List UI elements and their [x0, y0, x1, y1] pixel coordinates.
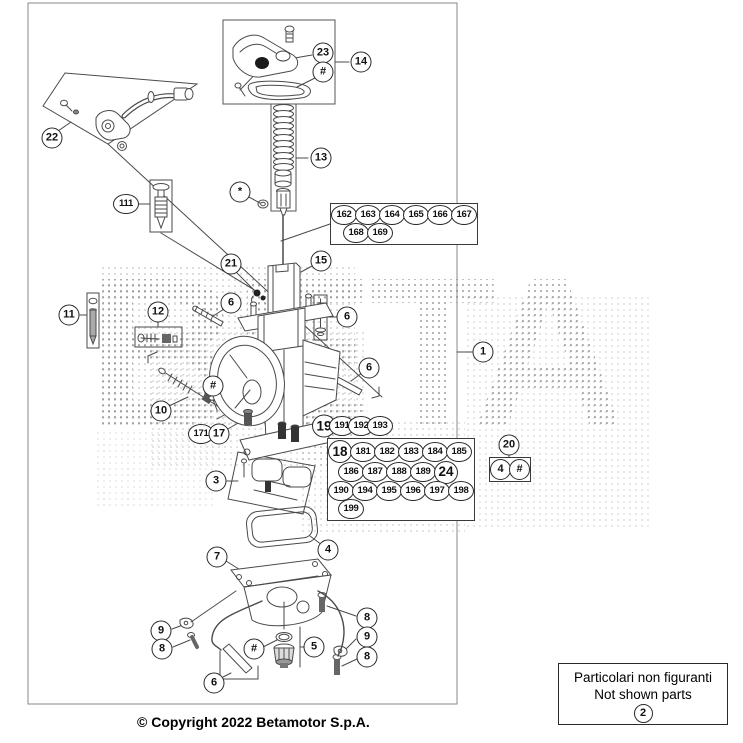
- callout-111-6: 111: [113, 194, 139, 214]
- choke-plunger: [152, 183, 170, 230]
- callout-20-23: 20: [498, 434, 520, 456]
- callout-*-4: *: [229, 181, 251, 203]
- callout-184: 184: [422, 441, 448, 462]
- callout-14-1: 14: [350, 51, 372, 73]
- callout-8-29: 8: [356, 646, 378, 668]
- throttle-spring-and-needle: [257, 104, 294, 267]
- callout-165: 165: [403, 205, 429, 225]
- callout-195: 195: [376, 481, 402, 501]
- callout-13-3: 13: [310, 147, 332, 169]
- callout-6-13: 6: [358, 357, 380, 379]
- callout-2: 2: [633, 704, 653, 723]
- misc-group-box: 4#: [489, 457, 531, 482]
- misc-row-0: 4#: [490, 459, 530, 480]
- callout-196: 196: [400, 481, 426, 501]
- callout-6-11: 6: [220, 292, 242, 314]
- not-shown-parts-box: Particolari non figuranti Not shown part…: [558, 663, 728, 725]
- callout-182: 182: [374, 441, 400, 462]
- callout-163: 163: [355, 205, 381, 225]
- callout-199: 199: [338, 498, 364, 519]
- top-screw-6a: [192, 305, 224, 327]
- callout-17-17: 17: [208, 423, 230, 445]
- bowl-screws-and-clamps: [179, 592, 348, 675]
- bowl-gasket: [245, 506, 319, 548]
- callout-#-32: #: [243, 638, 265, 660]
- callout-162: 162: [331, 205, 357, 225]
- float-bowl: [230, 558, 332, 627]
- callout-10-15: 10: [150, 400, 172, 422]
- main-jets: [243, 409, 300, 442]
- callout-8-31: 8: [151, 638, 173, 660]
- fuel-tube: [219, 643, 259, 680]
- callout-183: 183: [398, 441, 424, 462]
- callout-169: 169: [367, 222, 393, 243]
- callout-#-14: #: [202, 375, 224, 397]
- fuel-lines: [190, 590, 345, 657]
- grommet-23: [255, 57, 269, 69]
- callout-5-33: 5: [303, 636, 325, 658]
- callout-23-0: 23: [312, 42, 334, 64]
- callout-168: 168: [343, 222, 369, 243]
- callout-11-7: 11: [58, 304, 80, 326]
- callout-181: 181: [350, 441, 376, 462]
- callout-4-25: 4: [317, 539, 339, 561]
- air-screw: [88, 297, 98, 346]
- callout-12-8: 12: [147, 301, 169, 323]
- callout-9-28: 9: [356, 626, 378, 648]
- callout-194: 194: [352, 481, 378, 501]
- callout-22-5: 22: [41, 127, 63, 149]
- nozzle-17: [244, 412, 252, 425]
- callout-185: 185: [446, 441, 472, 462]
- callout-#: #: [509, 459, 530, 480]
- callout-193-21: 193: [367, 416, 393, 436]
- not-shown-text-italian: Particolari non figuranti: [573, 670, 713, 685]
- carburetor-body: [209, 293, 341, 461]
- callout-3-24: 3: [205, 470, 227, 492]
- callout-4: 4: [490, 459, 511, 480]
- callout-6-12: 6: [336, 306, 358, 328]
- float-assembly: [241, 458, 312, 501]
- callout-187: 187: [362, 462, 388, 482]
- not-shown-text-english: Not shown parts: [594, 687, 692, 702]
- callout-21-9: 21: [220, 253, 242, 275]
- choke-cable-assembly: [60, 87, 194, 151]
- callout-18: 18: [328, 440, 352, 463]
- copyright-text: © Copyright 2022 Betamotor S.p.A.: [137, 714, 370, 730]
- callout-186: 186: [338, 462, 364, 482]
- spring-screw-10: [147, 351, 227, 420]
- callout-188: 188: [386, 462, 412, 482]
- needle-oring: [257, 199, 269, 209]
- callout-197: 197: [424, 481, 450, 501]
- callout-8-27: 8: [356, 607, 378, 629]
- callout-164: 164: [379, 205, 405, 225]
- callout-#-2: #: [312, 61, 334, 83]
- callout-166: 166: [427, 205, 453, 225]
- callout-15-10: 15: [310, 250, 332, 272]
- callout-190: 190: [328, 481, 354, 501]
- callout-171-16: 171: [188, 424, 214, 444]
- callout-167: 167: [451, 205, 477, 225]
- jets_main-row-3: 199: [338, 498, 364, 519]
- callout-7-26: 7: [206, 546, 228, 568]
- cable-end-21: [251, 289, 266, 306]
- callout-6-34: 6: [203, 672, 225, 694]
- drain-plug: [273, 632, 295, 668]
- callout-1-22: 1: [472, 341, 494, 363]
- idle-screw: [137, 333, 178, 343]
- callout-198: 198: [448, 481, 474, 501]
- top-cover-assembly: [232, 25, 311, 101]
- cover-gasket: [247, 80, 311, 101]
- callout-189: 189: [410, 462, 436, 482]
